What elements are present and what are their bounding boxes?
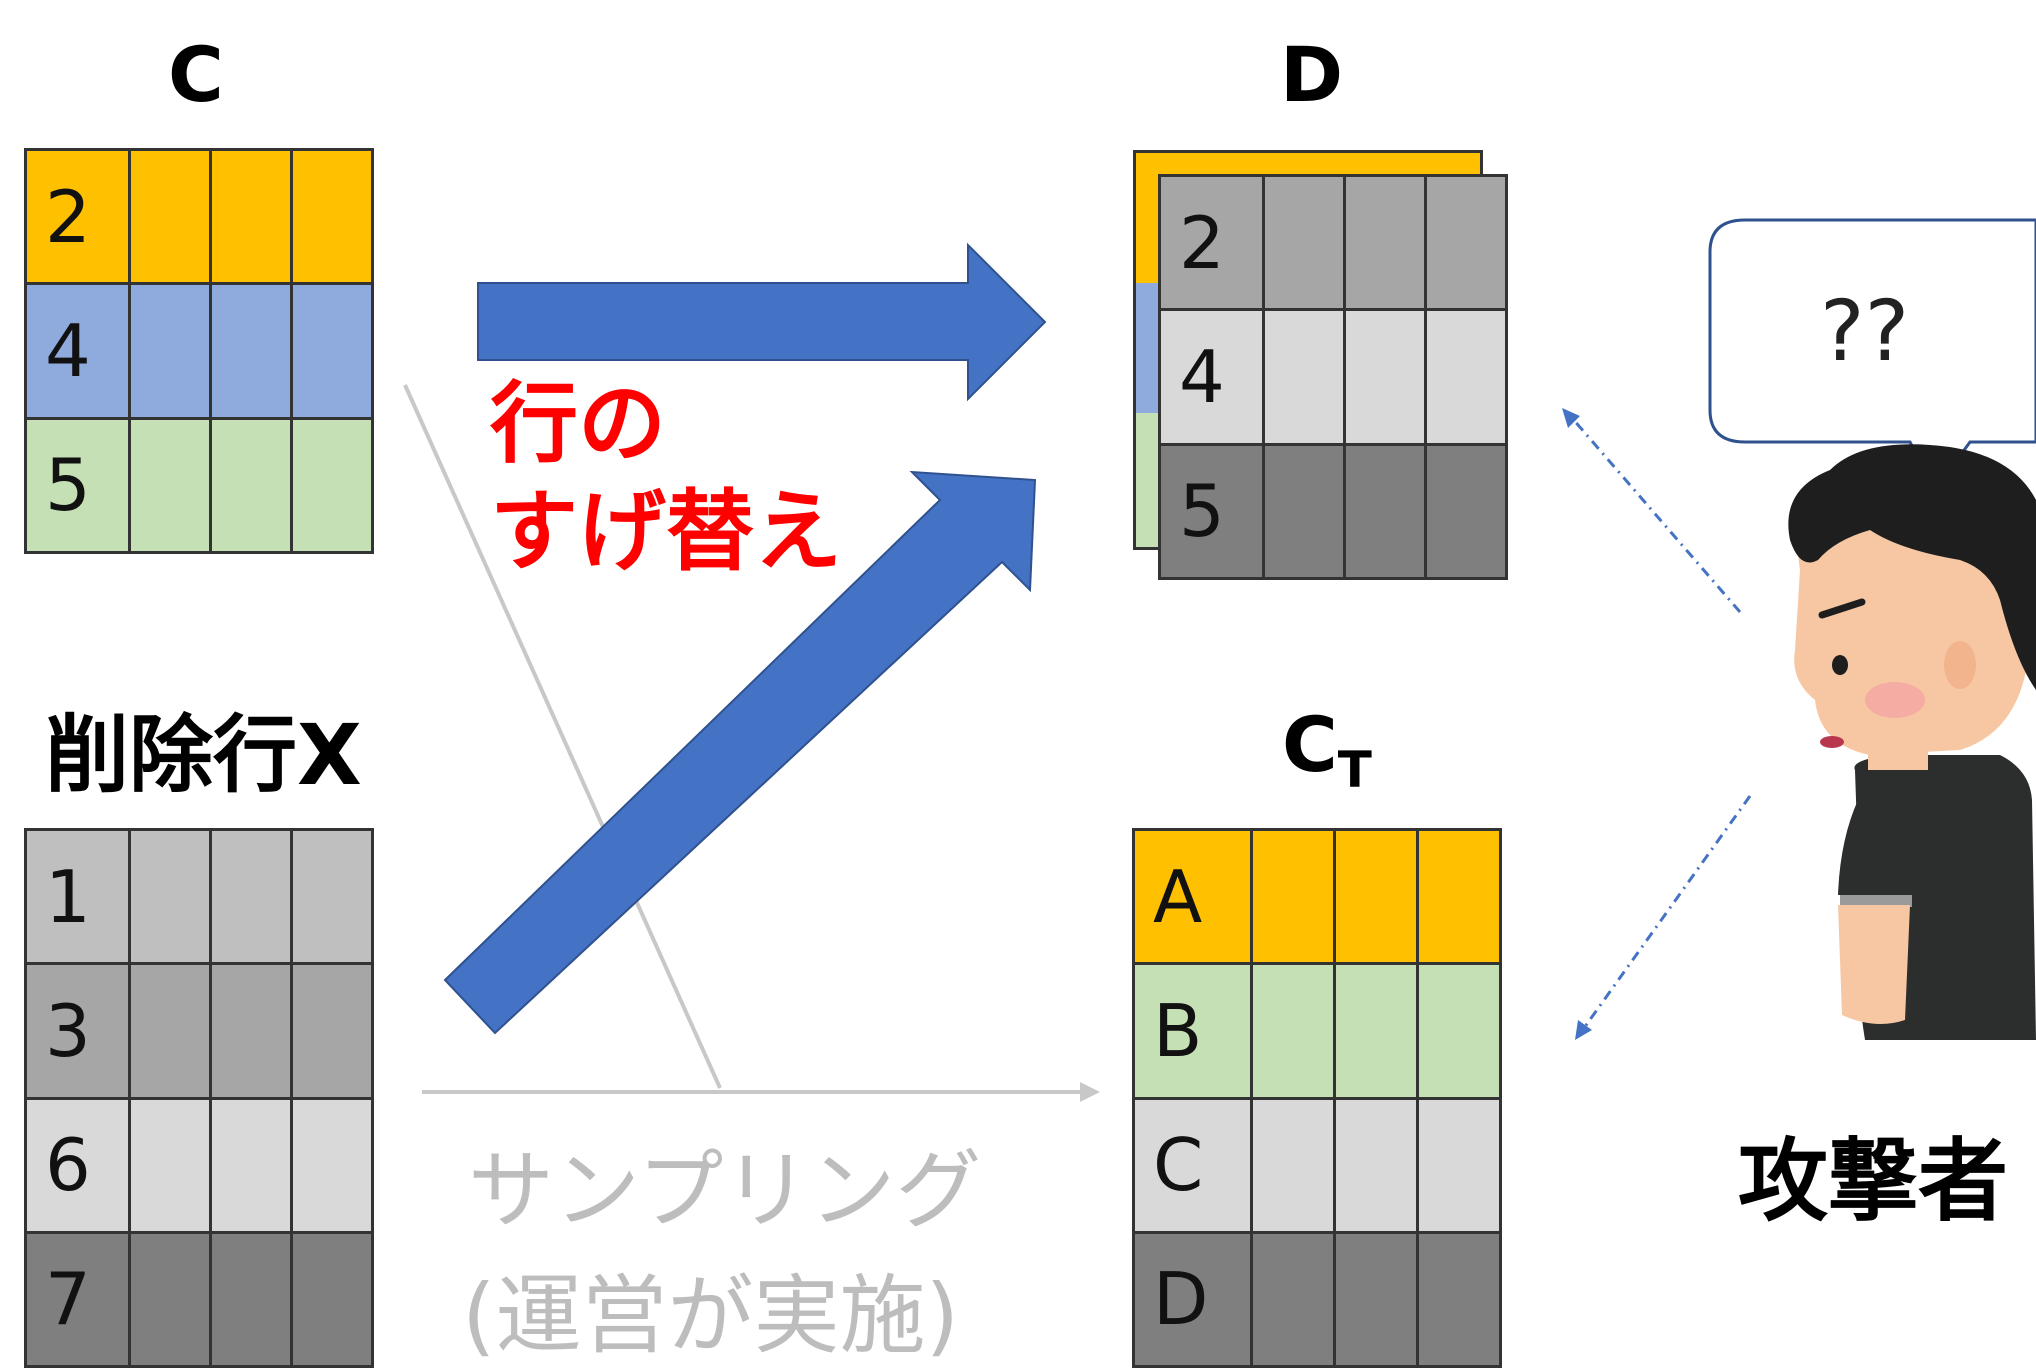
table-ct-label-sub: T xyxy=(1337,741,1372,800)
table-cell xyxy=(1249,1230,1336,1369)
attacker-person-icon xyxy=(1788,444,2036,1040)
swap-label-line2: すげ替え xyxy=(490,480,843,583)
row-id-cell: 1 xyxy=(24,827,131,966)
arrow-x-to-d xyxy=(443,470,1037,1035)
table-cell xyxy=(1342,308,1427,446)
table-cell xyxy=(208,962,293,1100)
row-id-cell: C xyxy=(1132,1096,1253,1234)
row-id-cell: 4 xyxy=(1158,308,1265,446)
table-cell xyxy=(1261,442,1346,581)
row-id-cell: 2 xyxy=(1158,173,1265,312)
table-cell xyxy=(1332,962,1419,1100)
table-cell xyxy=(1415,1230,1503,1369)
row-id-cell: 2 xyxy=(24,147,131,286)
table-cell xyxy=(208,1230,293,1369)
table-row: 2 xyxy=(1158,173,1509,312)
table-c-label: C xyxy=(168,30,224,119)
row-id-cell: 5 xyxy=(1158,442,1265,581)
table-cell xyxy=(1423,173,1509,312)
table-row: 1 xyxy=(24,827,375,966)
table-row: D xyxy=(1132,1230,1503,1369)
table-row: 7 xyxy=(24,1230,375,1369)
table-cell xyxy=(208,282,293,420)
table-cell xyxy=(127,827,212,966)
table-cell xyxy=(127,147,212,286)
table-row: A xyxy=(1132,827,1503,966)
row-id-cell: 5 xyxy=(24,416,131,555)
table-cell xyxy=(127,416,212,555)
table-cell xyxy=(1415,827,1503,966)
row-id-cell: 7 xyxy=(24,1230,131,1369)
table-cell xyxy=(1423,308,1509,446)
sampling-label-line2: (運営が実施) xyxy=(462,1266,960,1366)
table-cell xyxy=(127,282,212,420)
attacker-label: 攻撃者 xyxy=(1738,1129,2008,1234)
table-cell xyxy=(289,962,375,1100)
table-cell xyxy=(208,416,293,555)
attacker-to-ct-arrowhead xyxy=(1575,1020,1592,1040)
table-cell xyxy=(1415,1096,1503,1234)
row-id-cell: 6 xyxy=(24,1096,131,1234)
table-row: 4 xyxy=(1158,308,1509,446)
table-cell xyxy=(289,1096,375,1234)
table-cell xyxy=(1261,308,1346,446)
table-cell xyxy=(1249,962,1336,1100)
table-row: 5 xyxy=(1158,442,1509,581)
table-cell xyxy=(1249,827,1336,966)
table-cell xyxy=(208,147,293,286)
table-cell xyxy=(289,147,375,286)
table-cell xyxy=(127,962,212,1100)
table-cell xyxy=(127,1096,212,1234)
arrow-c-to-d xyxy=(477,242,1047,402)
table-cell xyxy=(1261,173,1346,312)
table-cell xyxy=(1423,442,1509,581)
table-d-label: D xyxy=(1280,30,1344,119)
sampling-diagonal-line xyxy=(403,384,722,1089)
table-cell xyxy=(289,416,375,555)
table-cell xyxy=(127,1230,212,1369)
table-row: 3 xyxy=(24,962,375,1100)
table-cell xyxy=(1332,1096,1419,1234)
table-row: 6 xyxy=(24,1096,375,1234)
table-row: C xyxy=(1132,1096,1503,1234)
attacker-to-d-arrowhead xyxy=(1562,408,1580,428)
table-cell xyxy=(1342,173,1427,312)
table-ct-label-main: C xyxy=(1282,700,1338,789)
table-cell xyxy=(289,282,375,420)
row-id-cell: A xyxy=(1132,827,1253,966)
swap-label-line1: 行の xyxy=(490,372,667,475)
row-id-cell: D xyxy=(1132,1230,1253,1369)
table-cell xyxy=(289,1230,375,1369)
table-cell xyxy=(208,1096,293,1234)
table-ct-label: CT xyxy=(1282,700,1372,799)
row-id-cell: B xyxy=(1132,962,1253,1100)
row-id-cell: 4 xyxy=(24,282,131,420)
table-cell xyxy=(1415,962,1503,1100)
speech-bubble-text: ?? xyxy=(1820,282,1910,380)
table-row: 2 xyxy=(24,147,375,286)
table-cell xyxy=(1332,1230,1419,1369)
table-row: 4 xyxy=(24,282,375,420)
table-x-label: 削除行X xyxy=(45,706,362,804)
attacker-to-ct-dotted-line xyxy=(1582,795,1752,1029)
sampling-label-line1: サンプリング xyxy=(468,1141,982,1241)
attacker-to-d-dotted-line xyxy=(1570,417,1742,613)
table-cell xyxy=(289,827,375,966)
table-cell xyxy=(208,827,293,966)
row-id-cell: 3 xyxy=(24,962,131,1100)
table-cell xyxy=(1332,827,1419,966)
table-row: 5 xyxy=(24,416,375,555)
table-cell xyxy=(1342,442,1427,581)
sampling-arrowhead xyxy=(1080,1082,1100,1102)
swap-label: 行の すげ替え xyxy=(490,370,842,586)
table-cell xyxy=(1249,1096,1336,1234)
table-row: B xyxy=(1132,962,1503,1100)
